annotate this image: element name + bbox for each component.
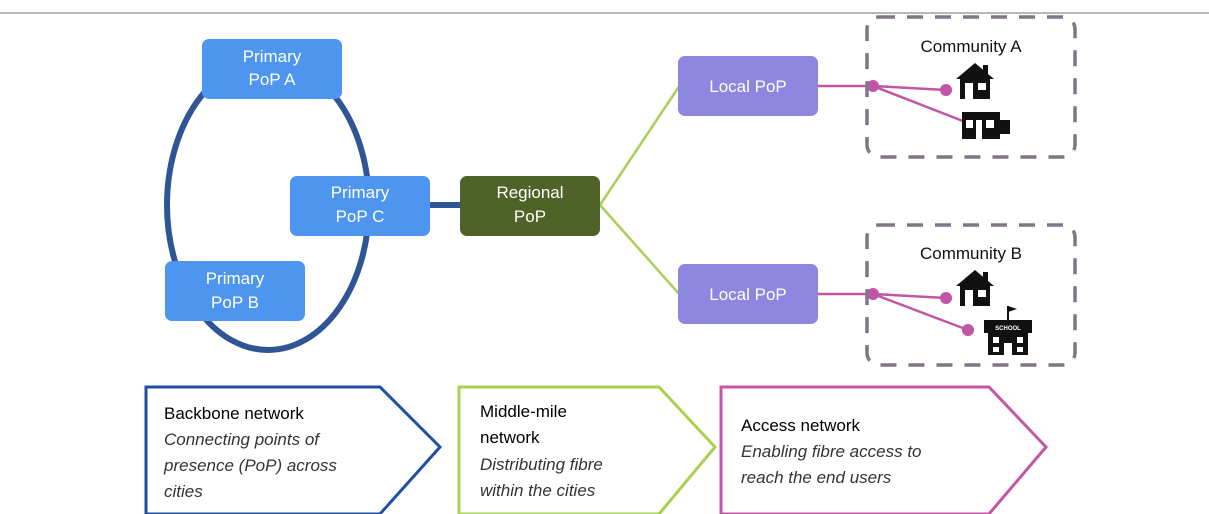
regional-pop: Regional PoP [460,176,600,236]
regional-pop-line1: Regional [496,183,563,202]
access-legend-shape [719,385,1049,514]
local-pop-upper: Local PoP [678,56,818,116]
primary-pop-b: Primary PoP B [165,261,305,321]
access-legend-desc-1: Enabling fibre access to [741,442,922,461]
house-icon [956,63,994,99]
access-links-b [818,288,974,336]
local-pop-lower-label: Local PoP [709,285,787,304]
middle-mile-legend-desc-1: Distributing fibre [480,455,603,474]
school-icon: SCHOOL [984,306,1032,355]
primary-pop-a-line2: PoP A [249,70,297,89]
middle-mile-link-upper [598,84,682,206]
primary-pop-b-line2: PoP B [211,293,259,312]
regional-pop-line2: PoP [514,207,546,226]
primary-pop-a: Primary PoP A [202,39,342,99]
backbone-legend-desc-3: cities [164,482,203,501]
school-sign: SCHOOL [995,326,1021,332]
middle-mile-legend-shape [457,385,718,514]
middle-mile-legend-title-1: Middle-mile [480,402,567,421]
house-icon [956,270,994,306]
access-legend-title: Access network [741,416,861,435]
backbone-legend-shape [144,385,443,514]
primary-pop-c: Primary PoP C [290,176,430,236]
primary-pop-a-line1: Primary [243,47,302,66]
middle-mile-legend-title-2: network [480,428,540,447]
business-icon [962,112,1010,139]
primary-pop-c-line1: Primary [331,183,390,202]
community-a-box [865,15,1077,159]
access-links-a [818,80,974,129]
community-b-label: Community B [920,244,1022,263]
community-b-box [865,223,1077,367]
middle-mile-link-lower [599,204,681,296]
local-pop-lower: Local PoP [678,264,818,324]
backbone-legend-title: Backbone network [164,404,304,423]
primary-pop-c-line2: PoP C [336,207,385,226]
middle-mile-legend-desc-2: within the cities [480,481,596,500]
local-pop-upper-label: Local PoP [709,77,787,96]
access-legend-desc-2: reach the end users [741,468,892,487]
backbone-legend-desc-2: presence (PoP) across [163,456,337,475]
community-a-label: Community A [920,37,1022,56]
backbone-legend-desc-1: Connecting points of [164,430,321,449]
primary-pop-b-line1: Primary [206,269,265,288]
